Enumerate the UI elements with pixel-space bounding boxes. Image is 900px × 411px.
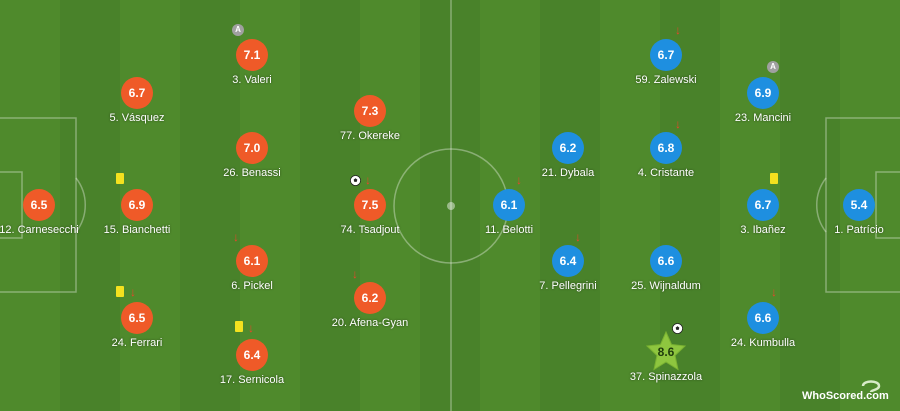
player-afena-gyan[interactable]: 6.2 20. Afena-Gyan: [310, 282, 430, 329]
yellow-card-icon: [116, 286, 124, 297]
player-wijnaldum[interactable]: 6.6 25. Wijnaldum: [606, 245, 726, 292]
arrow-down-icon: ↓: [352, 267, 358, 281]
rating-badge: 6.5: [23, 189, 55, 221]
player-name: 5. Vásquez: [109, 112, 165, 124]
arrow-down-icon: ↓: [771, 285, 777, 299]
arrow-down-icon: ↓: [130, 285, 136, 299]
rating-badge: 6.2: [354, 282, 386, 314]
rating-badge: 5.4: [843, 189, 875, 221]
rating-badge: 6.8: [650, 132, 682, 164]
rating-badge: 7.0: [236, 132, 268, 164]
player-pellegrini[interactable]: 6.4 7. Pellegrini: [508, 245, 628, 292]
arrow-down-icon: ↓: [575, 230, 581, 244]
player-valeri[interactable]: 7.1 3. Valeri: [192, 39, 312, 86]
rating-badge: 6.4: [552, 245, 584, 277]
player-kumbulla[interactable]: 6.6 24. Kumbulla: [703, 302, 823, 349]
captain-icon: A: [767, 61, 779, 73]
rating-badge: 7.3: [354, 95, 386, 127]
player-name: 11. Belotti: [484, 224, 534, 236]
whoscored-logo: WhoScored.com: [802, 380, 894, 406]
rating-badge: 6.7: [650, 39, 682, 71]
player-name: 20. Afena-Gyan: [331, 317, 409, 329]
ball-icon: [672, 323, 683, 334]
player-name: 7. Pellegrini: [539, 280, 597, 292]
player-name: 26. Benassi: [223, 167, 281, 179]
player-name: 1. Patrício: [834, 224, 884, 236]
rating-badge: 6.9: [747, 77, 779, 109]
rating-badge: 8.6: [645, 331, 687, 371]
player-name: 25. Wijnaldum: [631, 280, 701, 292]
arrow-down-icon: ↓: [675, 23, 681, 37]
yellow-card-icon: [116, 173, 124, 184]
player-name: 4. Cristante: [637, 167, 695, 179]
rating-badge: 6.1: [493, 189, 525, 221]
star-icon: [645, 331, 687, 371]
rating-badge: 6.5: [121, 302, 153, 334]
rating-badge: 6.6: [747, 302, 779, 334]
player-spinazzola[interactable]: 8.6 37. Spinazzola: [606, 331, 726, 383]
player-mancini[interactable]: 6.9 23. Mancini: [703, 77, 823, 124]
arrow-down-icon: ↓: [516, 173, 522, 187]
player-name: 23. Mancini: [734, 112, 792, 124]
rating-badge: 6.7: [121, 77, 153, 109]
rating-badge: 7.1: [236, 39, 268, 71]
rating-value: 8.6: [657, 345, 675, 359]
player-name: 15. Bianchetti: [103, 224, 171, 236]
player-name: 17. Sernicola: [219, 374, 285, 386]
player-name: 37. Spinazzola: [629, 371, 703, 383]
player-name: 59. Zalewski: [635, 74, 697, 86]
rating-badge: 6.1: [236, 245, 268, 277]
arrow-down-icon: ↓: [233, 230, 239, 244]
player-benassi[interactable]: 7.0 26. Benassi: [192, 132, 312, 179]
yellow-card-icon: [235, 321, 243, 332]
brand-text: WhoScored.com: [802, 390, 889, 402]
rating-badge: 6.7: [747, 189, 779, 221]
rating-badge: 6.6: [650, 245, 682, 277]
rating-badge: 6.4: [236, 339, 268, 371]
player-cristante[interactable]: 6.8 4. Cristante: [606, 132, 726, 179]
player-name: 24. Kumbulla: [730, 337, 796, 349]
player-vasquez[interactable]: 6.7 5. Vásquez: [77, 77, 197, 124]
ball-icon: [350, 175, 361, 186]
player-name: 77. Okereke: [340, 130, 400, 142]
player-name: 74. Tsadjout: [340, 224, 400, 236]
logo-mark-icon: [861, 380, 881, 393]
player-name: 3. Valeri: [232, 74, 272, 86]
player-belotti[interactable]: 6.1 11. Belotti: [449, 189, 569, 236]
player-name: 24. Ferrari: [111, 337, 163, 349]
captain-icon: A: [232, 24, 244, 36]
rating-badge: 6.2: [552, 132, 584, 164]
player-okereke[interactable]: 7.3 77. Okereke: [310, 95, 430, 142]
player-dybala[interactable]: 6.2 21. Dybala: [508, 132, 628, 179]
player-patricio[interactable]: 5.4 1. Patrício: [799, 189, 900, 236]
player-name: 6. Pickel: [231, 280, 273, 292]
player-name: 21. Dybala: [541, 167, 595, 179]
arrow-down-icon: ↓: [248, 321, 254, 335]
player-sernicola[interactable]: 6.4 17. Sernicola: [192, 339, 312, 386]
player-bianchetti[interactable]: 6.9 15. Bianchetti: [77, 189, 197, 236]
arrow-down-icon: ↓: [675, 117, 681, 131]
player-pickel[interactable]: 6.1 6. Pickel: [192, 245, 312, 292]
player-carnesecchi[interactable]: 6.5 12. Carnesecchi: [0, 189, 99, 236]
arrow-down-icon: ↓: [365, 173, 371, 187]
player-tsadjout[interactable]: 7.5 74. Tsadjout: [310, 189, 430, 236]
player-zalewski[interactable]: 6.7 59. Zalewski: [606, 39, 726, 86]
player-ferrari[interactable]: 6.5 24. Ferrari: [77, 302, 197, 349]
player-ibanez[interactable]: 6.7 3. Ibañez: [703, 189, 823, 236]
player-name: 3. Ibañez: [740, 224, 786, 236]
rating-badge: 7.5: [354, 189, 386, 221]
rating-badge: 6.9: [121, 189, 153, 221]
player-name: 12. Carnesecchi: [0, 224, 79, 236]
yellow-card-icon: [770, 173, 778, 184]
